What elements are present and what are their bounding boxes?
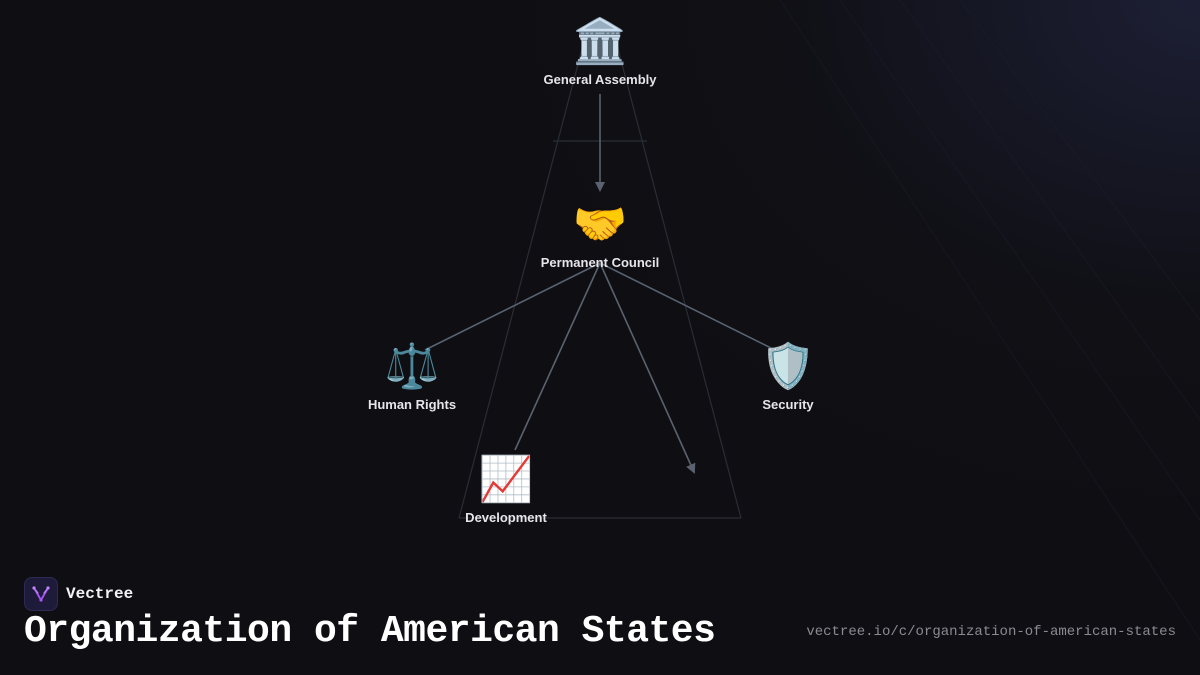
node-label: Security (762, 397, 814, 412)
node-human-rights[interactable]: ⚖️ Human Rights (368, 341, 456, 412)
chart-increasing-icon: 📈 (478, 455, 534, 504)
node-label: Human Rights (367, 397, 457, 412)
page-title: Organization of American States (24, 610, 716, 653)
hierarchy-outline (458, 44, 742, 519)
node-label: General Assembly (543, 72, 657, 87)
classical-building-icon: 🏛️ (572, 17, 628, 66)
edge-council-to-development (514, 262, 601, 451)
node-security[interactable]: 🛡️ Security (761, 341, 816, 412)
brand-name: Vectree (66, 585, 134, 603)
edge-council-to-human-rights (424, 262, 601, 351)
node-permanent-council[interactable]: 🤝 Permanent Council (541, 199, 659, 270)
node-label: Permanent Council (540, 255, 660, 270)
edge-council-to-unlabeled-arrow (599, 262, 696, 474)
balance-scale-icon: ⚖️ (384, 342, 440, 391)
shield-icon: 🛡️ (760, 342, 816, 391)
node-label: Development (465, 510, 547, 525)
handshake-icon: 🤝 (572, 200, 628, 249)
edge-council-to-security (599, 262, 776, 351)
vectree-logo-icon (24, 577, 58, 611)
brand[interactable]: Vectree (24, 577, 133, 611)
node-general-assembly[interactable]: 🏛️ General Assembly (544, 16, 657, 87)
page-url[interactable]: vectree.io/c/organization-of-american-st… (806, 624, 1176, 640)
node-development[interactable]: 📈 Development (465, 454, 547, 525)
